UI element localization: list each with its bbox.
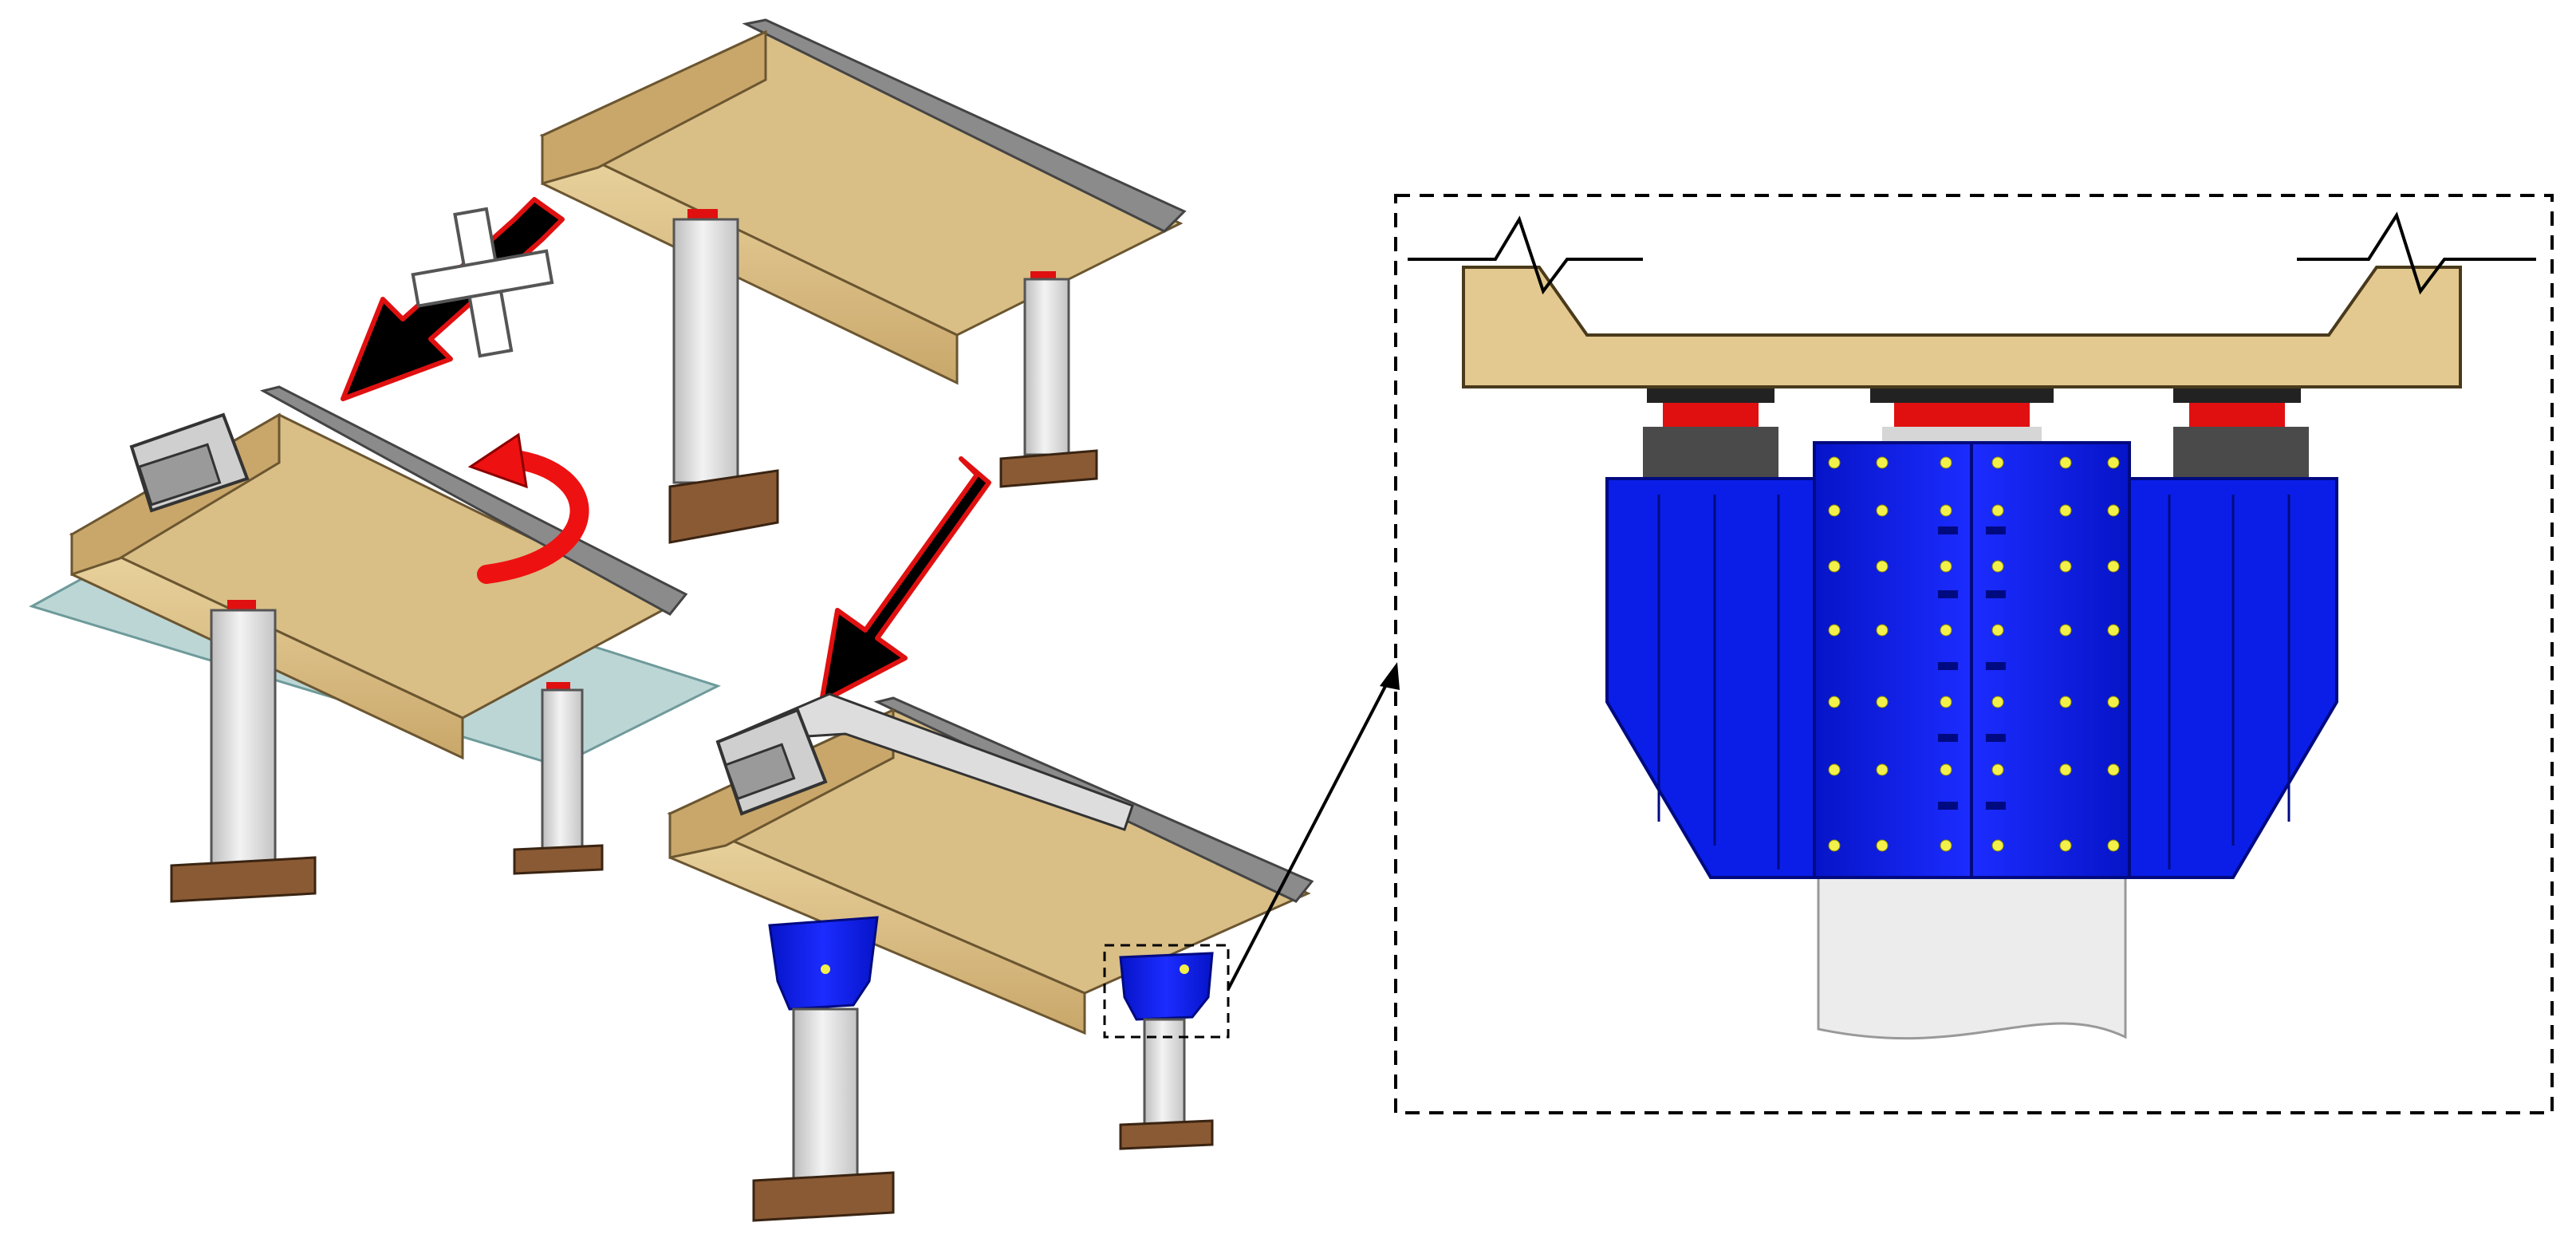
- deck-section: [1408, 211, 2536, 388]
- deck-end: [541, 30, 767, 185]
- rotation-arrow-icon: [467, 432, 589, 584]
- leader-line: [1227, 662, 1400, 990]
- footing: [513, 844, 604, 875]
- retrofit-jacket: [768, 916, 879, 1011]
- flow-arrow-icon: [819, 456, 991, 704]
- stiffeners: [1657, 495, 2290, 869]
- truck-icon: [129, 412, 250, 513]
- bolts: [1828, 456, 2120, 852]
- pier: [541, 688, 584, 851]
- truck-icon: [715, 692, 1134, 831]
- footing: [999, 449, 1098, 488]
- bridge-rotated: [29, 385, 721, 903]
- footing: [752, 1171, 895, 1222]
- bridge-retrofitted: [667, 692, 1314, 1222]
- cross-mark-icon: [411, 207, 554, 358]
- asphalt-strip: [742, 18, 1187, 233]
- pier: [1143, 1018, 1186, 1129]
- pier: [210, 609, 277, 867]
- asphalt-strip: [259, 385, 688, 616]
- callout-marker: [1103, 944, 1230, 1039]
- pier: [1023, 278, 1070, 456]
- pier: [672, 218, 739, 484]
- detail-callout: [1394, 194, 2554, 1114]
- footing: [1119, 1119, 1214, 1150]
- slots: [1938, 526, 2006, 810]
- retrofit-jacket: [1119, 952, 1214, 1021]
- pier: [792, 1007, 859, 1190]
- bearing: [227, 600, 256, 611]
- footing: [170, 856, 317, 903]
- bridge-original: [539, 18, 1187, 544]
- footing: [668, 469, 779, 544]
- callout-border: [1394, 194, 2554, 1114]
- pier-detail: [1817, 868, 2127, 1040]
- bearing-detail: [1643, 388, 2309, 483]
- bearing: [687, 209, 718, 220]
